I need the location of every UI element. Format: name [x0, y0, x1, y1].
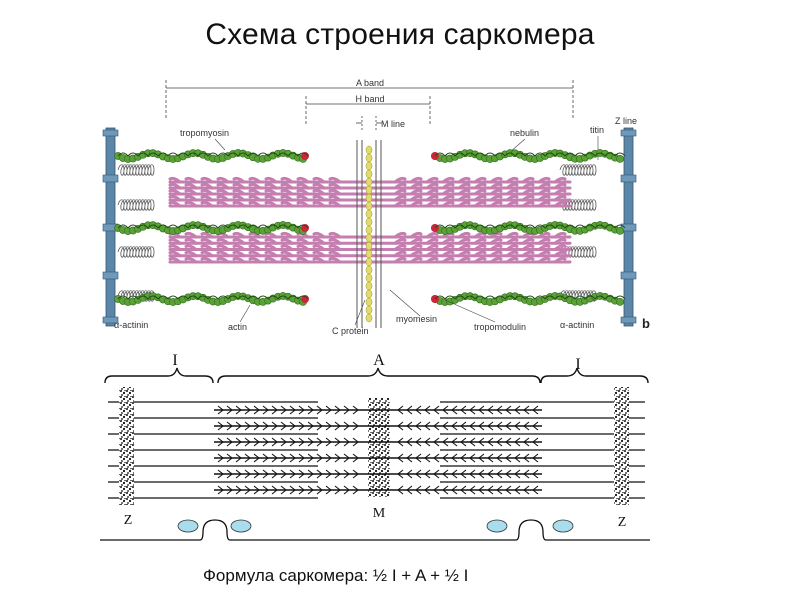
band-braces: [104, 367, 649, 384]
bottom-sarcomere-schematic: I A I Z M Z: [100, 352, 650, 541]
thick-filament-lines: [214, 405, 542, 495]
z-band-left: [119, 387, 134, 505]
z-right-label: Z: [618, 515, 627, 530]
a-band-label-bottom: A: [373, 352, 385, 369]
actin-label: actin: [228, 322, 247, 332]
z-line-label: Z line: [615, 116, 637, 126]
m-line-label: M line: [381, 119, 405, 129]
c-protein-label: C protein: [332, 326, 369, 336]
sarcolemma-line: [100, 519, 650, 541]
top-sarcomere-illustration: A band H band M line Z line tropomyosin …: [102, 78, 650, 336]
i-band-right-label: I: [575, 356, 580, 373]
nebulin-label: nebulin: [510, 128, 539, 138]
tropomyosin-label: tropomyosin: [180, 128, 229, 138]
z-left-label: Z: [124, 513, 133, 528]
titin-label: titin: [590, 125, 604, 135]
alpha-actinin-left-label: α-actinin: [114, 320, 148, 330]
sr-vesicle-1: [177, 519, 199, 533]
tropomodulin-label: tropomodulin: [474, 322, 526, 332]
sr-vesicle-2: [230, 519, 252, 533]
sarcomere-formula: Формула саркомера: ½ I + A + ½ I: [203, 566, 469, 585]
h-band-label: H band: [355, 94, 384, 104]
actin-thin-filaments: [114, 149, 626, 306]
alpha-actinin-right-label: α-actinin: [560, 320, 594, 330]
band-dimension-lines: [165, 80, 574, 130]
page-title: Схема строения саркомера: [205, 18, 595, 51]
z-disc-right: [620, 127, 637, 327]
thin-filament-lines: [108, 401, 645, 499]
m-band: [368, 398, 390, 497]
sr-vesicle-3: [486, 519, 508, 533]
m-line-structure: [356, 140, 382, 328]
i-band-left-label: I: [172, 352, 177, 369]
myomesin-label: myomesin: [396, 314, 437, 324]
z-band-right: [614, 387, 629, 505]
a-band-label: A band: [356, 78, 384, 88]
m-label: M: [373, 506, 386, 521]
panel-label: b: [642, 316, 650, 331]
sr-vesicle-4: [552, 519, 574, 533]
